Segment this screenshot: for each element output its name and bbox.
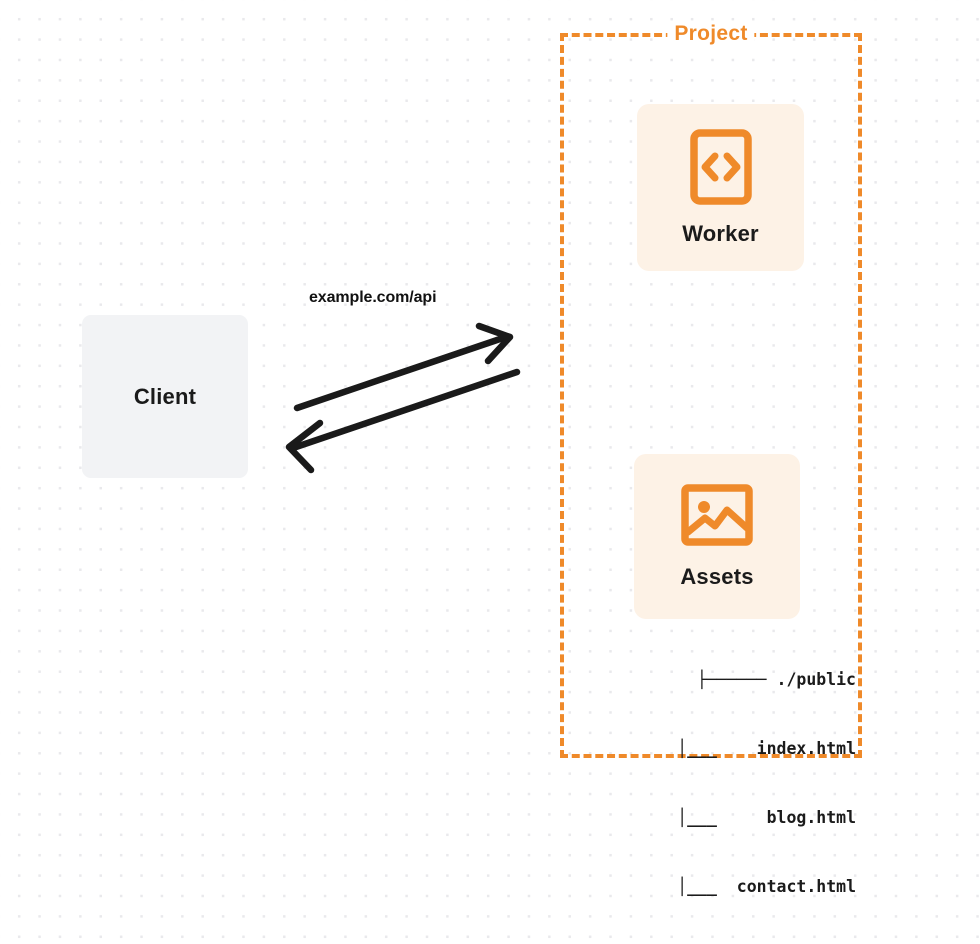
- project-title: Project: [667, 22, 755, 46]
- asset-file-tree: ├────── ./public │___ index.html │___ bl…: [611, 622, 856, 944]
- file-tree-row: │___ contact.html: [677, 877, 856, 896]
- response-arrow: [285, 368, 521, 474]
- file-tree-row: │___ index.html: [677, 739, 856, 758]
- request-url-label: example.com/api: [309, 289, 437, 306]
- client-node[interactable]: Client: [82, 315, 248, 478]
- worker-card[interactable]: Worker: [637, 104, 804, 271]
- assets-card[interactable]: Assets: [634, 454, 800, 619]
- worker-card-label: Worker: [682, 220, 759, 246]
- project-container: Project Worker Assets: [560, 22, 862, 896]
- diagram-canvas: Client example.com/api Project W: [82, 22, 862, 896]
- assets-card-label: Assets: [680, 563, 754, 589]
- client-node-label: Client: [133, 383, 197, 409]
- code-brackets-icon: [689, 128, 752, 205]
- request-arrow: [293, 322, 514, 412]
- file-tree-row: ├────── ./public: [697, 670, 856, 689]
- image-icon: [681, 483, 753, 546]
